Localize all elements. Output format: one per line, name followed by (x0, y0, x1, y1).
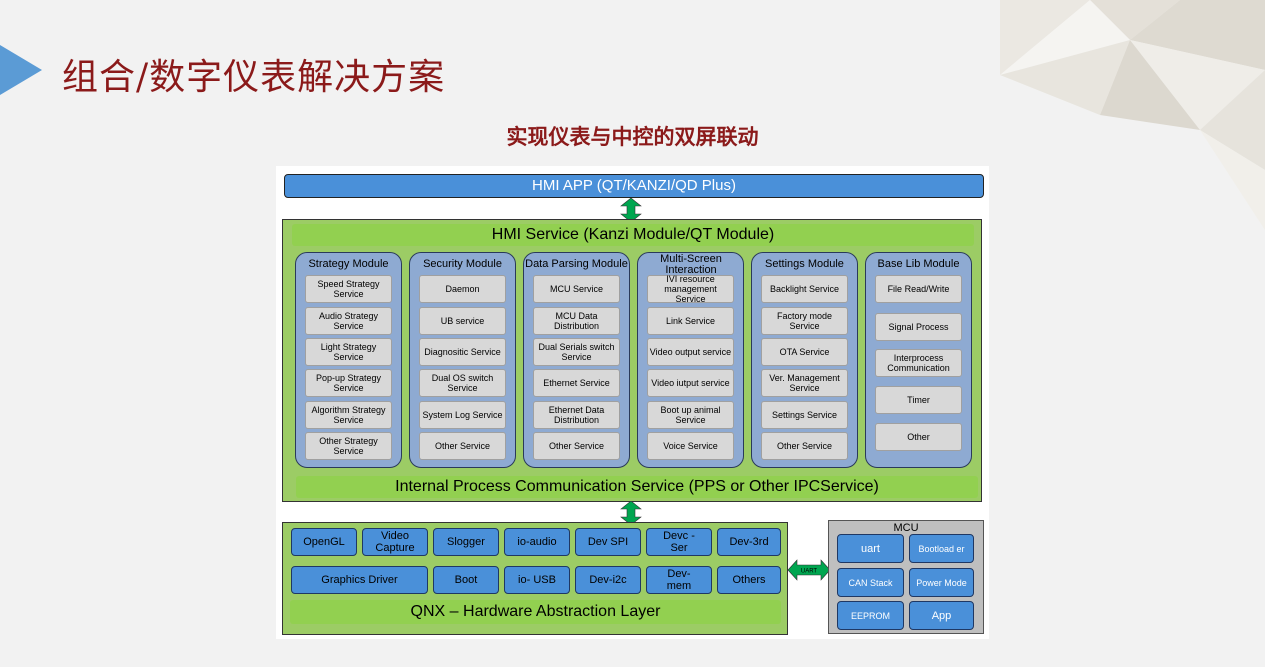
hw-component: Devc - Ser (646, 528, 712, 556)
module-title: Strategy Module (308, 258, 389, 270)
service-item: Ethernet Service (533, 369, 620, 397)
service-item: Backlight Service (761, 275, 848, 303)
module-settings: Settings Module Backlight Service Factor… (751, 252, 858, 468)
module-security: Security Module Daemon UB service Diagno… (409, 252, 516, 468)
hw-component: Dev-i2c (575, 566, 641, 594)
service-item: Signal Process (875, 313, 962, 341)
service-item: Ver. Management Service (761, 369, 848, 397)
service-item: Other (875, 423, 962, 451)
double-arrow-icon (620, 198, 642, 222)
service-item: Pop-up Strategy Service (305, 369, 392, 397)
mcu-component: uart (837, 534, 904, 563)
service-item: Daemon (419, 275, 506, 303)
double-arrow-icon (620, 501, 642, 525)
module-title: Data Parsing Module (525, 258, 628, 270)
service-item: Audio Strategy Service (305, 307, 392, 335)
service-item: Other Service (533, 432, 620, 460)
service-item: UB service (419, 307, 506, 335)
hw-component: Dev-3rd (717, 528, 781, 556)
page-title: 组合/数字仪表解决方案 (62, 57, 446, 98)
service-item: Other Service (761, 432, 848, 460)
service-item: Timer (875, 386, 962, 414)
mcu-component: Bootload er (909, 534, 974, 563)
module-data-parsing: Data Parsing Module MCU Service MCU Data… (523, 252, 630, 468)
service-item: Settings Service (761, 401, 848, 429)
qnx-hal-bar: QNX – Hardware Abstraction Layer (290, 600, 781, 624)
title-arrow-decoration (0, 45, 42, 95)
corner-decoration (1000, 0, 1265, 230)
hw-component: io-audio (504, 528, 570, 556)
service-item: System Log Service (419, 401, 506, 429)
service-item: File Read/Write (875, 275, 962, 303)
service-item: MCU Service (533, 275, 620, 303)
hw-component: Graphics Driver (291, 566, 428, 594)
mcu-title: MCU (893, 522, 919, 534)
service-item: Factory mode Service (761, 307, 848, 335)
service-item: OTA Service (761, 338, 848, 366)
module-title: Settings Module (765, 258, 844, 270)
mcu-component: EEPROM (837, 601, 904, 630)
service-item: Algorithm Strategy Service (305, 401, 392, 429)
service-item: Voice Service (647, 432, 734, 460)
architecture-diagram: HMI APP (QT/KANZI/QD Plus) HMI Service (… (276, 166, 989, 639)
service-item: Speed Strategy Service (305, 275, 392, 303)
service-item: Light Strategy Service (305, 338, 392, 366)
hw-component: OpenGL (291, 528, 357, 556)
hw-component: io- USB (504, 566, 570, 594)
service-item: Dual Serials switch Service (533, 338, 620, 366)
service-item: MCU Data Distribution (533, 307, 620, 335)
mcu-component: Power Mode (909, 568, 974, 597)
module-multi-screen: Multi-Screen Interaction Module IVI reso… (637, 252, 744, 468)
module-title: Base Lib Module (877, 258, 960, 270)
uart-arrow-icon: UART (788, 559, 830, 581)
module-base-lib: Base Lib Module File Read/Write Signal P… (865, 252, 972, 468)
service-item: Ethernet Data Distribution (533, 401, 620, 429)
service-item: Diagnositic Service (419, 338, 506, 366)
service-item: Other Service (419, 432, 506, 460)
service-item: Link Service (647, 307, 734, 335)
hmi-app-bar: HMI APP (QT/KANZI/QD Plus) (284, 174, 984, 198)
hw-component: Dev- mem (646, 566, 712, 594)
service-item: Interprocess Communication (875, 349, 962, 377)
service-item: Other Strategy Service (305, 432, 392, 460)
ipc-service-bar: Internal Process Communication Service (… (296, 476, 978, 498)
hw-component: Boot (433, 566, 499, 594)
hw-component: Video Capture (362, 528, 428, 556)
hw-component: Dev SPI (575, 528, 641, 556)
service-item: IVI resource management Service (647, 274, 734, 304)
service-item: Boot up animal Service (647, 401, 734, 429)
mcu-component: CAN Stack (837, 568, 904, 597)
hw-component: Slogger (433, 528, 499, 556)
hw-component: Others (717, 566, 781, 594)
hmi-service-title: HMI Service (Kanzi Module/QT Module) (292, 224, 974, 246)
service-item: Video iutput service (647, 369, 734, 397)
page-subtitle: 实现仪表与中控的双屏联动 (506, 126, 759, 149)
uart-label: UART (801, 569, 818, 575)
module-strategy: Strategy Module Speed Strategy Service A… (295, 252, 402, 468)
module-title: Security Module (423, 258, 502, 270)
service-item: Dual OS switch Service (419, 369, 506, 397)
mcu-component: App (909, 601, 974, 630)
service-item: Video output service (647, 338, 734, 366)
